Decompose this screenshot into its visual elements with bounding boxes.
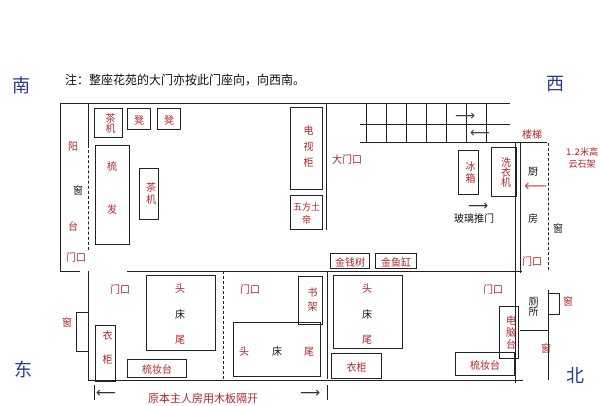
money-tree: 金钱树 (330, 253, 370, 269)
sofa: 梳 发 (95, 145, 130, 245)
east-window-label: 窗 (62, 318, 72, 329)
bed-head-label: 头 (362, 284, 372, 295)
partition-right-arrow-icon: ⟶ (300, 385, 321, 401)
bed-head-label: 头 (175, 284, 185, 295)
balcony-label-1: 阳 (68, 142, 78, 153)
partition-note: 原本主人房用木板隔开 (148, 392, 258, 405)
partition-left-arrow-icon: ⟵ (96, 385, 117, 401)
earth-god-shrine: 五方土帝 (290, 195, 323, 230)
compass-west: 西 (546, 74, 564, 95)
tea-table-2: 茶机 (139, 168, 159, 220)
tv-cabinet: 电视柜 (290, 107, 323, 190)
stone-shelf-label: 1.2米高云石架 (565, 148, 599, 170)
tea-table: 茶机 (94, 108, 123, 138)
compass-south: 南 (12, 76, 30, 97)
kitchen-label-1: 厨 (528, 167, 538, 178)
main-door-label: 大门口 (332, 155, 362, 166)
orientation-note: 注：整座花苑的大门亦按此门座向，向西南。 (65, 73, 306, 87)
bed-label: 床 (362, 310, 372, 321)
bed-tail-label: 尾 (175, 335, 185, 346)
computer-desk: 电脑台 (499, 306, 519, 359)
glass-door-label: 玻璃推门 (454, 214, 494, 225)
stool: 凳 (157, 108, 181, 130)
bed-3: 头 床 尾 (333, 275, 403, 349)
wardrobe-1: 衣柜 (95, 325, 116, 382)
balcony-door-label: 门口 (66, 253, 86, 264)
bed-1: 头 床 尾 (146, 275, 216, 351)
stairs-up-arrow-icon: ⟶ (455, 108, 476, 124)
fridge: 冰箱 (458, 150, 479, 195)
shelf-arrow-icon: ⟵ (524, 176, 547, 195)
bed-2: 头 床 尾 (233, 322, 321, 377)
kitchen-label-2: 房 (528, 214, 538, 225)
bed-label: 床 (175, 310, 185, 321)
fish-tank: 金鱼缸 (375, 253, 417, 269)
toilet-window-label: 窗 (563, 297, 573, 308)
compass-east: 东 (14, 360, 32, 381)
balcony-label-3: 台 (68, 222, 78, 233)
glass-door-arrow-icon: ⟶ (468, 198, 489, 214)
bed-head-label: 头 (239, 347, 249, 358)
dresser-1: 梳妆台 (127, 359, 187, 378)
bedroom1-door-label: 门口 (110, 285, 130, 296)
stairs-label: 楼梯 (522, 130, 542, 141)
kitchen-window-label: 窗 (553, 224, 563, 235)
bed-tail-label: 尾 (362, 335, 372, 346)
sofa-label-2: 发 (107, 205, 117, 216)
bedroom3-door-label: 门口 (483, 285, 503, 296)
toilet-label: 厕所 (526, 296, 537, 316)
dresser-2: 梳妆台 (455, 352, 515, 376)
bookshelf: 书架 (298, 276, 323, 325)
stairs-down-arrow-icon: ⟵ (470, 125, 491, 141)
bed-tail-label: 尾 (304, 347, 314, 358)
balcony-window-label: 窗 (73, 186, 83, 197)
washing-machine: 洗衣机 (491, 147, 517, 197)
compass-north: 北 (566, 366, 584, 387)
sofa-label-1: 梳 (107, 162, 117, 173)
stool: 凳 (127, 108, 151, 130)
north-window-label: 窗 (541, 344, 551, 355)
wardrobe-2: 衣柜 (331, 353, 382, 379)
bedroom2-door-label: 门口 (240, 285, 260, 296)
kitchen-door-label: 门口 (522, 257, 542, 268)
bed-label: 床 (272, 347, 282, 358)
